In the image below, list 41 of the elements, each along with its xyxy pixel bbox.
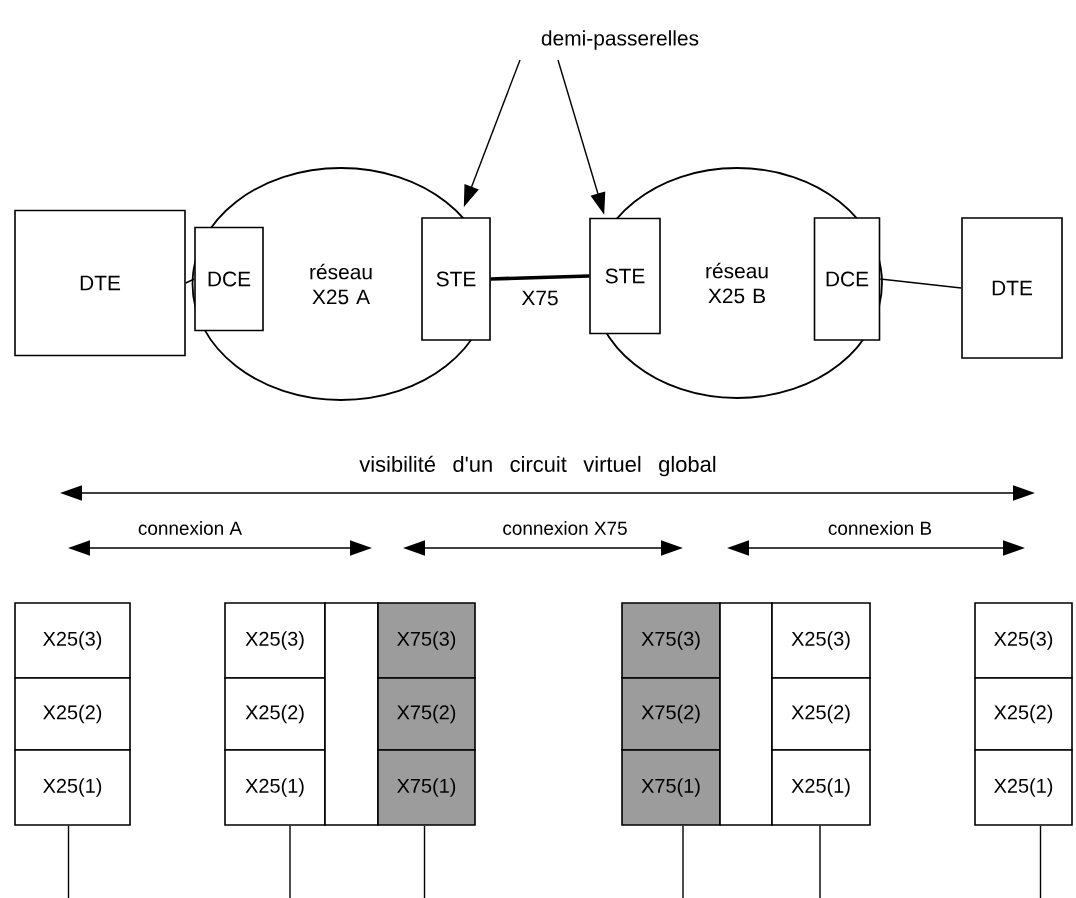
layer-cell: X25(1) (14, 749, 131, 826)
layer-cell: X25(3) (771, 602, 871, 679)
device-box: DTE (14, 209, 186, 357)
edge-label: X75 (520, 289, 560, 307)
span-label: visibilité d'un circuit virtuel global (359, 455, 716, 477)
layer-cell: X75(2) (377, 677, 476, 751)
device-box: DTE (961, 217, 1063, 359)
device-box: DCE (813, 217, 881, 341)
device-box: STE (589, 217, 661, 335)
layer-cell: X25(3) (224, 602, 326, 679)
layer-cell: X25(1) (224, 749, 326, 826)
layer-cell: X75(1) (621, 749, 721, 826)
connector-line (423, 825, 426, 898)
layer-cell: X25(3) (974, 602, 1073, 679)
span-label: connexion A (138, 521, 242, 535)
callout-text: demi-passerelles (541, 30, 699, 50)
layer-cell: X75(3) (377, 602, 476, 679)
connector-line (289, 825, 291, 898)
layer-cell: X25(1) (771, 749, 871, 826)
layer-cell: X75(3) (621, 602, 721, 679)
empty-cell (719, 602, 773, 826)
layer-cell: X75(2) (621, 677, 721, 751)
empty-cell (324, 602, 379, 826)
span-label: connexion X75 (503, 521, 627, 535)
layer-cell: X25(2) (14, 677, 131, 751)
span-label: connexion B (828, 521, 932, 535)
connector-line (819, 825, 821, 898)
layer-cell: X25(1) (974, 749, 1073, 826)
device-box: DCE (194, 226, 264, 332)
layer-cell: X75(1) (377, 749, 476, 826)
layer-cell: X25(2) (974, 677, 1073, 751)
layer-cell: X25(2) (771, 677, 871, 751)
connector-line (1039, 825, 1042, 898)
connector-line (185, 278, 195, 284)
layer-cell: X25(2) (224, 677, 326, 751)
connector-line (682, 825, 684, 898)
layer-cell: X25(3) (14, 602, 131, 679)
connector-line (67, 825, 70, 898)
connector-line (879, 278, 962, 289)
device-box: STE (421, 217, 491, 341)
connector-line (490, 274, 590, 281)
